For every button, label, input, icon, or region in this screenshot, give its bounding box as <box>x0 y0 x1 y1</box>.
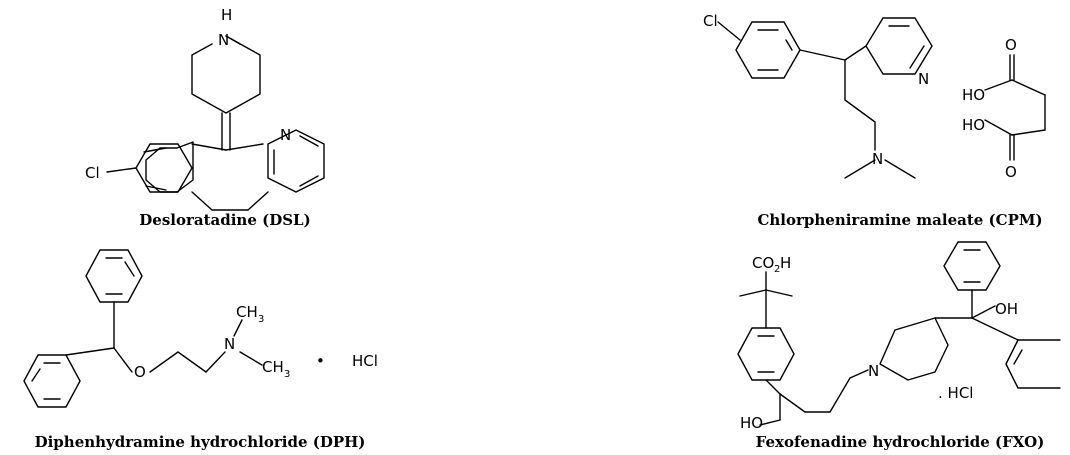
cpm-o2-label: O <box>1005 163 1017 181</box>
cpm-caption: Chlorpheniramine maleate (CPM) <box>757 211 1042 229</box>
cpm-pyridine-n-label: N <box>918 70 929 88</box>
fxo-co2h-sub: 2 <box>774 264 780 275</box>
fxo-ho-label: HO <box>740 414 763 432</box>
dph-ch3-top-sub: 3 <box>258 314 264 325</box>
dph-ch3-bot-sub: 3 <box>284 369 290 380</box>
dsl-h-label: H <box>221 6 232 24</box>
dsl-cl-label: Cl <box>85 164 100 182</box>
fxo-hcl-label: . HCl <box>938 384 973 402</box>
fxo-oh-label: OH <box>995 300 1018 318</box>
cpm-ho1-label: HO <box>962 86 985 104</box>
desloratadine-structure: H N N Cl <box>85 6 325 211</box>
diphenhydramine-structure: O N CH 3 CH 3 • HCl <box>23 249 378 408</box>
dph-o-label: O <box>134 363 146 381</box>
dph-hcl-label: HCl <box>352 352 378 370</box>
cpm-amine-n-label: N <box>872 150 883 168</box>
fxo-co2h-co: CO <box>752 254 774 272</box>
dph-caption: Diphenhydramine hydrochloride (DPH) <box>35 433 366 451</box>
cpm-o1-label: O <box>1005 36 1017 54</box>
fxo-caption: Fexofenadine hydrochloride (FXO) <box>756 433 1045 451</box>
cpm-ho2-label: HO <box>962 116 985 134</box>
cpm-cl-label: Cl <box>703 12 718 30</box>
dph-ch3-top-label: CH <box>236 303 258 321</box>
dsl-pyridine-n-label: N <box>280 126 291 144</box>
dsl-caption: Desloratadine (DSL) <box>139 211 310 229</box>
dph-dot: • <box>316 352 325 370</box>
dph-n-label: N <box>224 335 235 353</box>
fexofenadine-structure: CO 2 H OH N . HCl HO <box>737 241 1061 432</box>
dsl-n-label: N <box>218 31 229 49</box>
dph-ch3-bot-label: CH <box>262 358 284 376</box>
chlorpheniramine-structure: Cl N N HO HO O O <box>703 12 1046 181</box>
fxo-co2h-h: H <box>780 254 791 272</box>
fxo-n-label: N <box>868 362 879 380</box>
